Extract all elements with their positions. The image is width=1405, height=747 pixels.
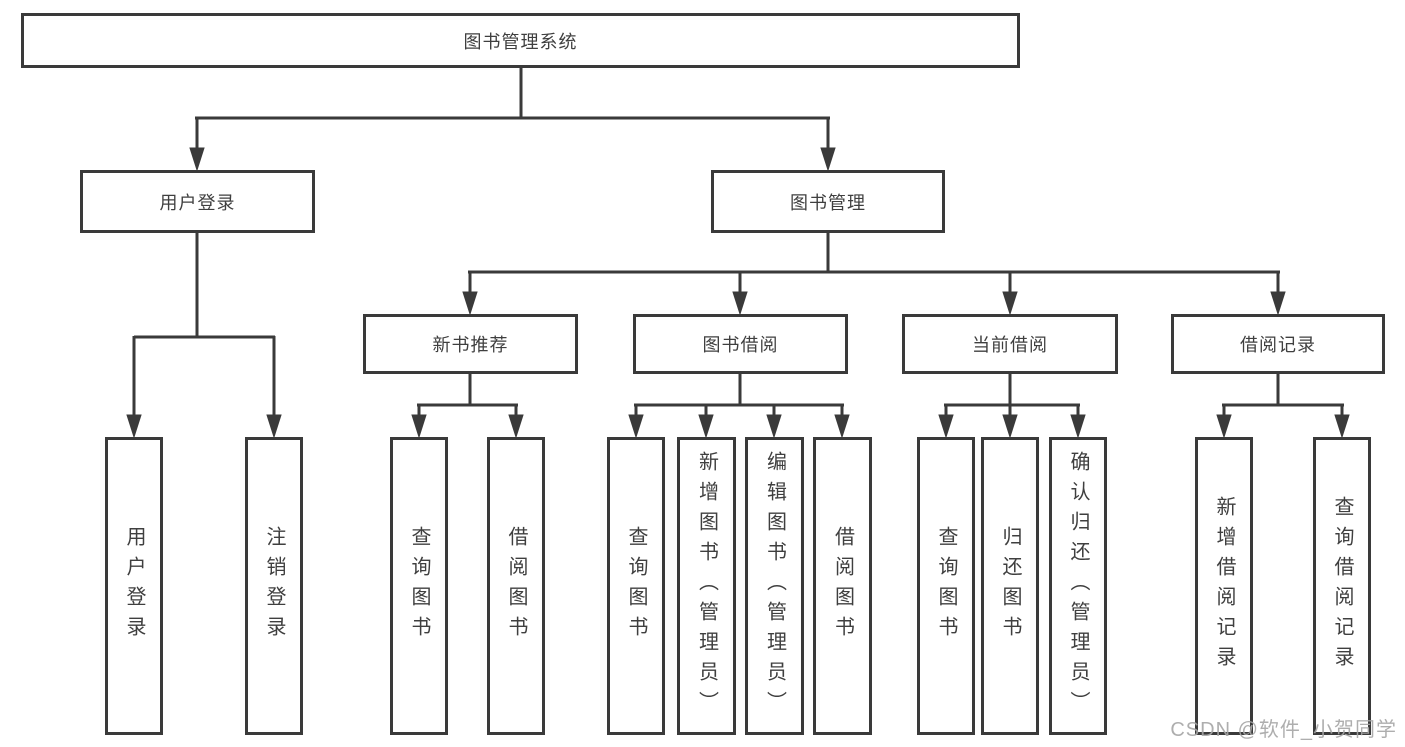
node-label: 查询图书 [408, 526, 430, 646]
node-label: 查询借阅记录 [1331, 496, 1353, 676]
node-user-login: 用户登录 [80, 170, 315, 233]
node-label: 新增借阅记录 [1213, 496, 1235, 676]
node-label: 确认归还（管理员） [1067, 451, 1089, 721]
node-label: 图书管理系统 [463, 31, 578, 52]
leaf-query-book-recommend: 查询图书 [390, 437, 448, 735]
node-label: 用户登录 [123, 526, 145, 646]
leaf-add-book-admin: 新增图书（管理员） [677, 437, 736, 735]
node-label: 借阅图书 [831, 526, 854, 646]
node-borrow-records: 借阅记录 [1171, 314, 1385, 374]
leaf-query-borrow-record: 查询借阅记录 [1313, 437, 1371, 735]
node-label: 编辑图书（管理员） [763, 451, 786, 721]
node-label: 归还图书 [999, 526, 1021, 646]
leaf-borrow-book-recommend: 借阅图书 [487, 437, 545, 735]
node-label: 当前借阅 [972, 335, 1048, 355]
leaf-user-login: 用户登录 [105, 437, 163, 735]
leaf-borrow-book: 借阅图书 [813, 437, 872, 735]
leaf-confirm-return-admin: 确认归还（管理员） [1049, 437, 1107, 735]
node-root-library-system: 图书管理系统 [21, 13, 1020, 68]
leaf-edit-book-admin: 编辑图书（管理员） [745, 437, 804, 735]
leaf-query-book-borrow: 查询图书 [607, 437, 665, 735]
node-book-management: 图书管理 [711, 170, 945, 233]
node-label: 借阅图书 [505, 526, 527, 646]
node-label: 图书管理 [790, 192, 866, 213]
leaf-logout: 注销登录 [245, 437, 303, 735]
leaf-return-book: 归还图书 [981, 437, 1039, 735]
node-new-book-recommend: 新书推荐 [363, 314, 578, 374]
csdn-watermark: CSDN @软件_小贺同学 [1170, 719, 1397, 741]
leaf-query-book-current: 查询图书 [917, 437, 975, 735]
node-label: 新增图书（管理员） [695, 451, 718, 721]
leaf-add-borrow-record: 新增借阅记录 [1195, 437, 1253, 735]
node-label: 用户登录 [159, 192, 236, 213]
node-label: 查询图书 [935, 526, 957, 646]
node-label: 借阅记录 [1240, 335, 1316, 355]
node-label: 查询图书 [625, 526, 647, 646]
node-book-borrow: 图书借阅 [633, 314, 848, 374]
node-current-borrow: 当前借阅 [902, 314, 1118, 374]
node-label: 图书借阅 [702, 335, 779, 355]
node-label: 新书推荐 [432, 335, 509, 355]
node-label: 注销登录 [263, 526, 285, 646]
